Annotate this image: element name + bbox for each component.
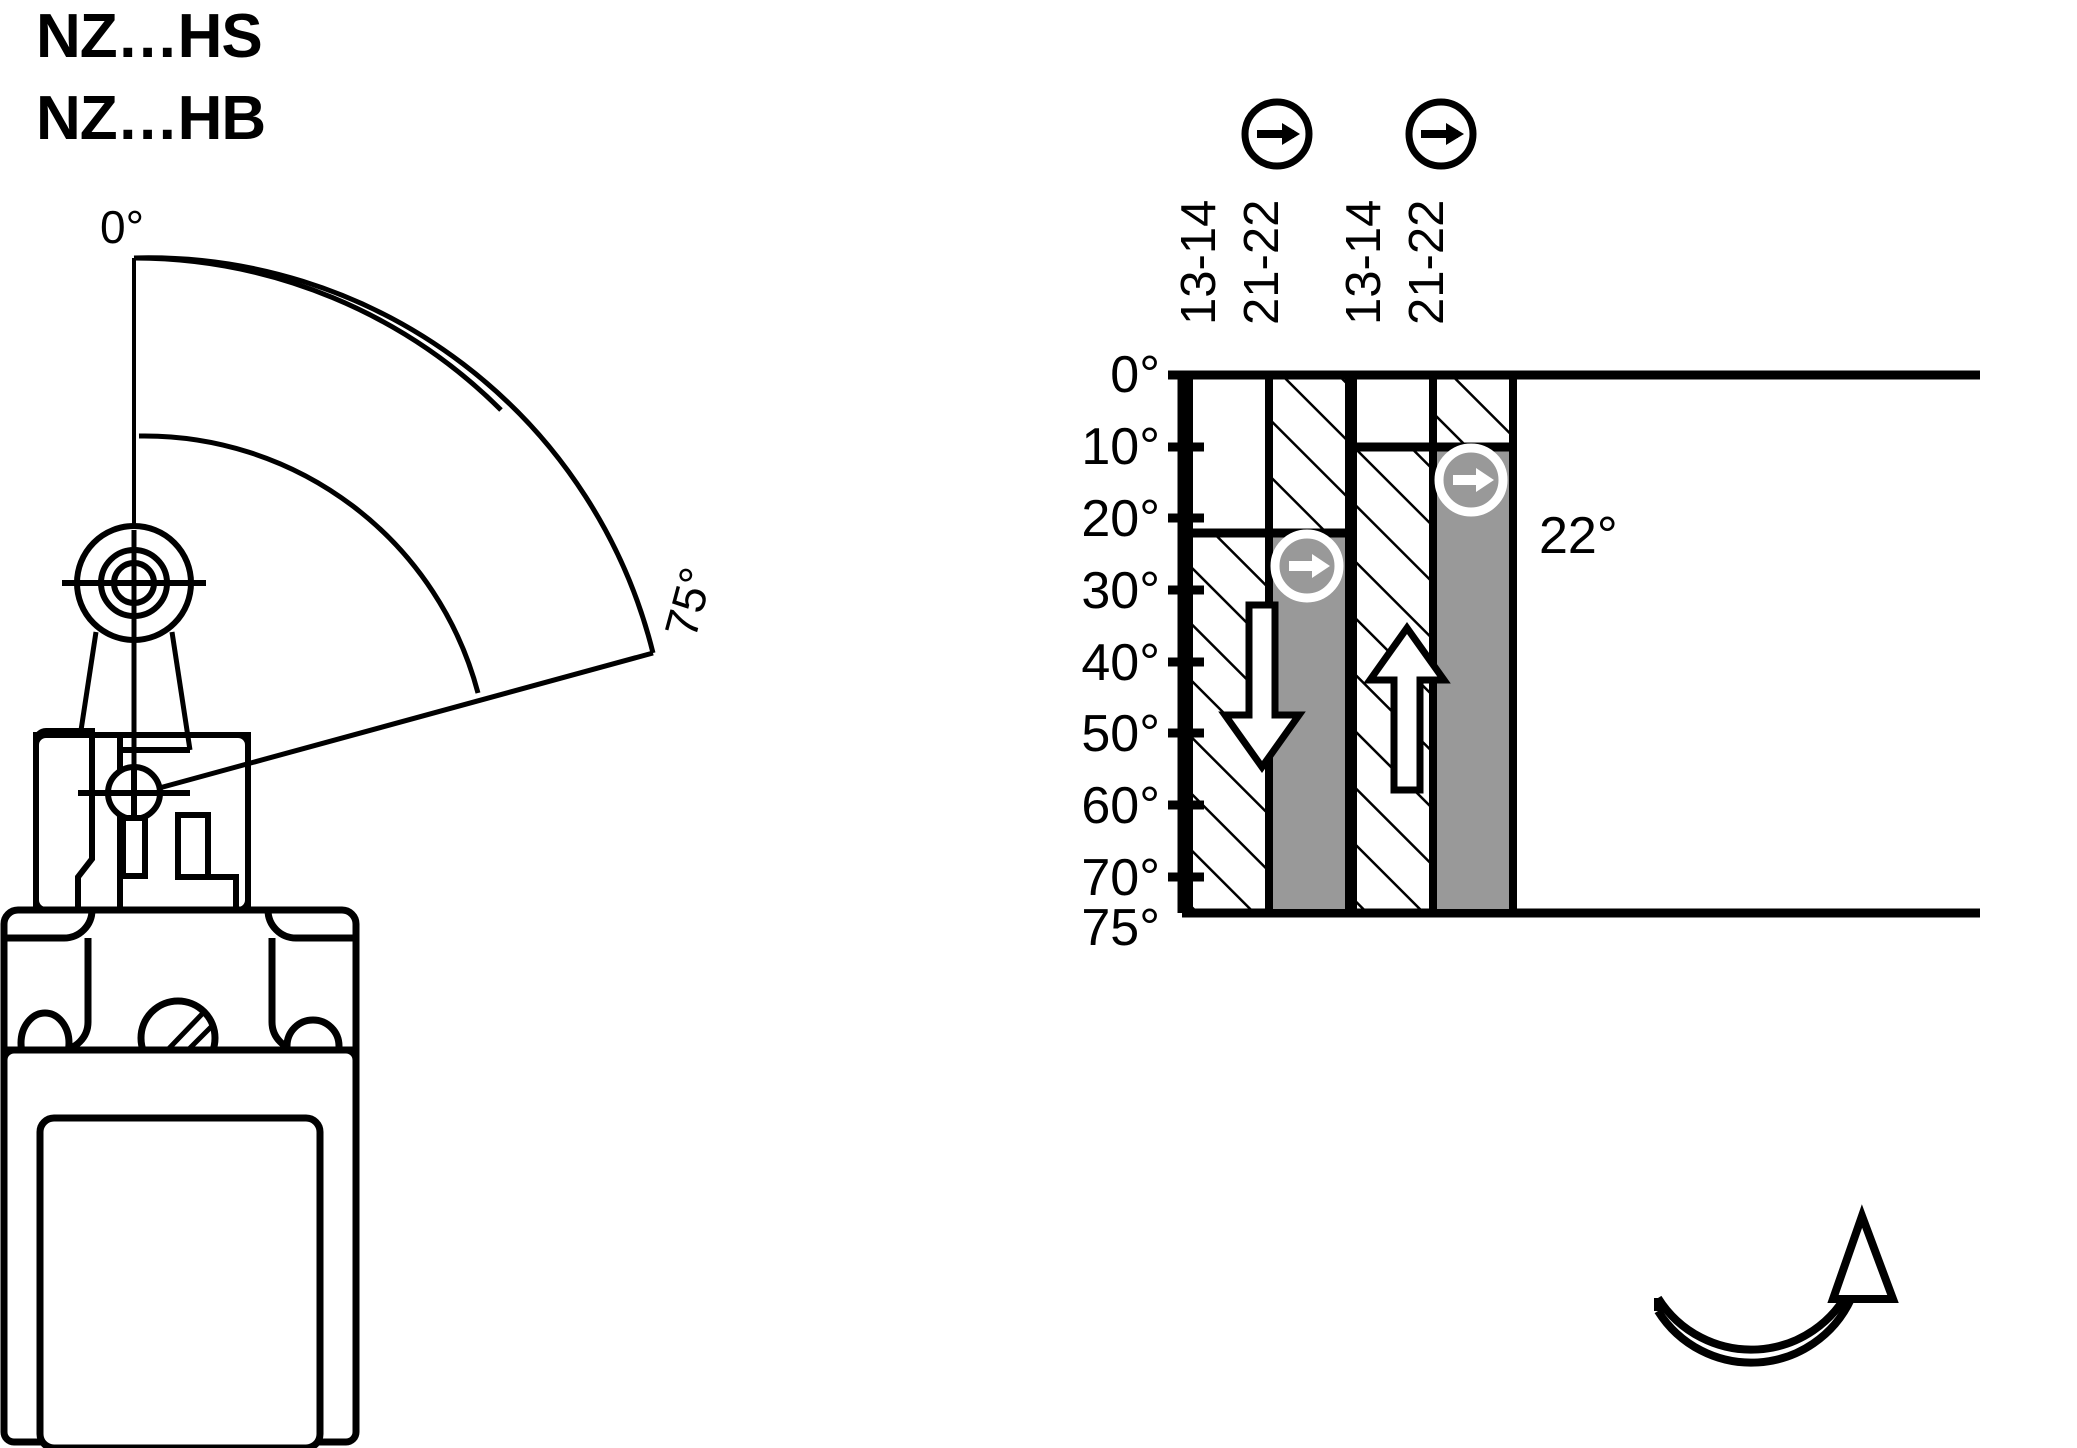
lever-diagram: 0° 75° <box>0 201 723 1448</box>
inner-travel-arc <box>138 433 481 694</box>
tick-label-70: 70° <box>1081 849 1160 907</box>
group-1-header-circled-right-arrow-icon <box>1241 98 1313 170</box>
tick-label-10: 10° <box>1081 418 1160 476</box>
group-2-col-21-22-closed-band <box>1433 375 1513 447</box>
group-2-contact-label-13-14: 13-14 <box>1337 200 1391 325</box>
tick-label-0: 0° <box>1110 346 1160 404</box>
angle-start-label: 0° <box>100 201 144 253</box>
tick-label-40: 40° <box>1081 634 1160 692</box>
pivot-block <box>33 728 251 920</box>
angle-annotation-22: 22° <box>1539 507 1618 565</box>
group-2-columns: 22° <box>1349 371 1618 917</box>
switch-housing <box>0 906 360 1448</box>
tick-label-30: 30° <box>1081 562 1160 620</box>
group-2-direction-arrow-up-icon <box>1363 621 1451 794</box>
tick-label-50: 50° <box>1081 705 1160 763</box>
group-1-direction-arrow-down-icon <box>1218 601 1306 774</box>
group-2-contact-label-21-22: 21-22 <box>1400 200 1454 325</box>
group-2-col-21-22-outline <box>1429 371 1517 917</box>
tick-label-75: 75° <box>1081 899 1160 957</box>
group-1-col-21-22-closed-band <box>1269 375 1349 533</box>
tick-label-20: 20° <box>1081 490 1160 548</box>
seventy-five-degree-radial-line <box>140 650 654 796</box>
group-1-columns <box>1185 371 1353 917</box>
curved-rotation-arrow-icon <box>1654 1204 1899 1367</box>
group-2-header-circled-right-arrow-icon <box>1405 98 1477 170</box>
lever-arm <box>75 530 193 800</box>
group-1-contact-label-21-22: 21-22 <box>1235 200 1289 325</box>
group-1-contact-label-13-14: 13-14 <box>1172 200 1226 325</box>
title-line-hs: NZ…HS <box>36 2 263 71</box>
group-2-actuation-marker-icon <box>1434 443 1508 517</box>
tick-label-60: 60° <box>1081 777 1160 835</box>
title-line-hb: NZ…HB <box>36 84 266 153</box>
outer-travel-arc <box>133 255 656 654</box>
housing-inner-panel <box>36 1114 324 1448</box>
group-1-actuation-marker-icon <box>1270 529 1344 603</box>
